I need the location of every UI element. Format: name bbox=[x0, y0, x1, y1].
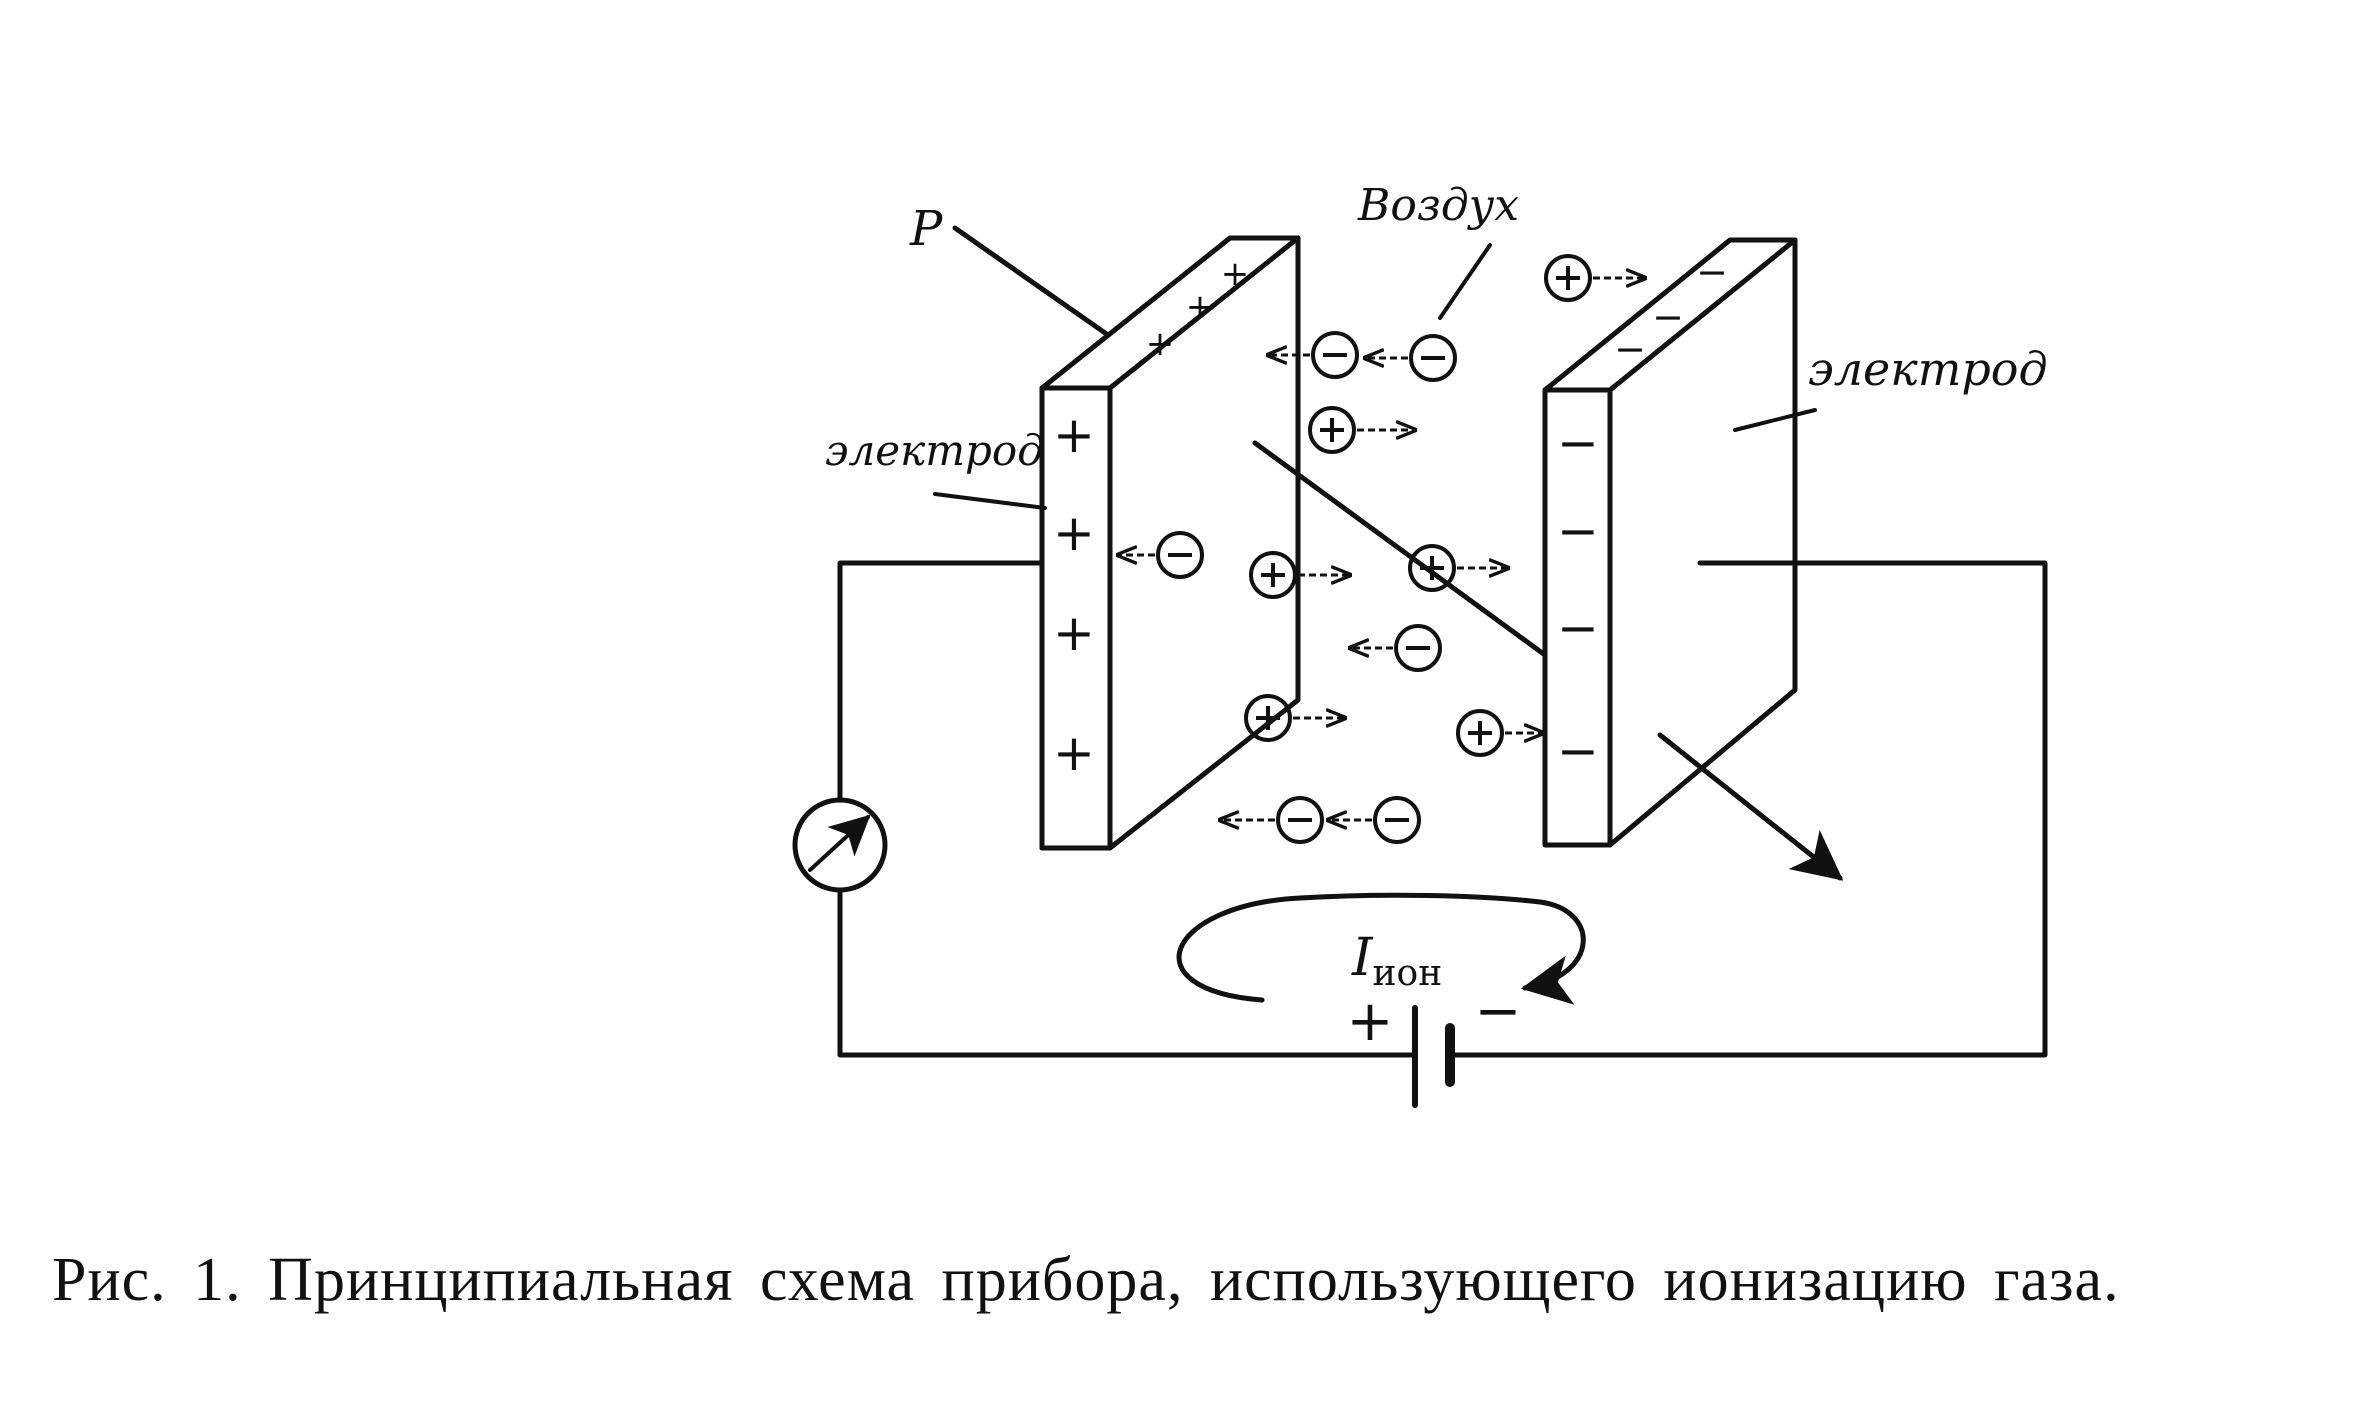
plate-plus-sign: + bbox=[1053, 504, 1095, 562]
label-leaders bbox=[933, 243, 1817, 510]
figure-caption: Рис. 1. Принципиальная схема прибора, ис… bbox=[52, 1246, 2120, 1314]
ion-current-label: Iион bbox=[1351, 928, 1442, 994]
positive-ion bbox=[1244, 694, 1292, 742]
radiation-label: P bbox=[909, 201, 943, 257]
negative-ion bbox=[1276, 796, 1324, 844]
battery-plus-label: + bbox=[1347, 989, 1394, 1054]
positive-ion bbox=[1249, 551, 1297, 599]
battery-symbol bbox=[1412, 1005, 1455, 1108]
negative-ion bbox=[1156, 531, 1204, 579]
plate-plus-sign: + bbox=[1053, 724, 1095, 782]
positive-ion bbox=[1456, 709, 1504, 757]
plate-minus-sign: − bbox=[1557, 722, 1599, 780]
plate-plus-sign: + bbox=[1221, 254, 1250, 294]
electrode-right-label: электрод bbox=[1808, 342, 2048, 396]
electrode-right-plate bbox=[1542, 237, 1798, 848]
plate-minus-sign: − bbox=[1614, 327, 1646, 371]
plate-minus-sign: − bbox=[1557, 599, 1599, 657]
electrode-left-plate bbox=[1039, 235, 1301, 851]
electrode-left-label: электрод bbox=[825, 426, 1044, 475]
radiation-ray bbox=[952, 225, 1844, 881]
ion-current-loop bbox=[1176, 892, 1586, 1005]
negative-ion bbox=[1394, 624, 1442, 672]
plate-plus-sign: + bbox=[1053, 604, 1095, 662]
plate-minus-sign: − bbox=[1557, 414, 1599, 472]
battery-minus-label: − bbox=[1475, 979, 1522, 1044]
negative-ion bbox=[1373, 796, 1421, 844]
negative-ion bbox=[1409, 334, 1457, 382]
plate-plus-sign: + bbox=[1186, 287, 1215, 327]
plate-minus-sign: − bbox=[1557, 502, 1599, 560]
galvanometer bbox=[792, 797, 888, 893]
plate-minus-sign: − bbox=[1696, 250, 1728, 294]
plate-minus-sign: − bbox=[1652, 295, 1684, 339]
positive-ion bbox=[1544, 254, 1592, 302]
ion-current-symbol: I bbox=[1351, 928, 1374, 988]
negative-ion bbox=[1311, 331, 1359, 379]
air-label: Воздух bbox=[1357, 180, 1519, 231]
positive-ion bbox=[1308, 406, 1356, 454]
ion-current-subscript: ион bbox=[1373, 953, 1443, 994]
positive-ion bbox=[1408, 544, 1456, 592]
plate-plus-sign: + bbox=[1053, 406, 1095, 464]
plate-plus-sign: + bbox=[1146, 324, 1175, 364]
circuit-wires bbox=[837, 560, 2048, 1058]
